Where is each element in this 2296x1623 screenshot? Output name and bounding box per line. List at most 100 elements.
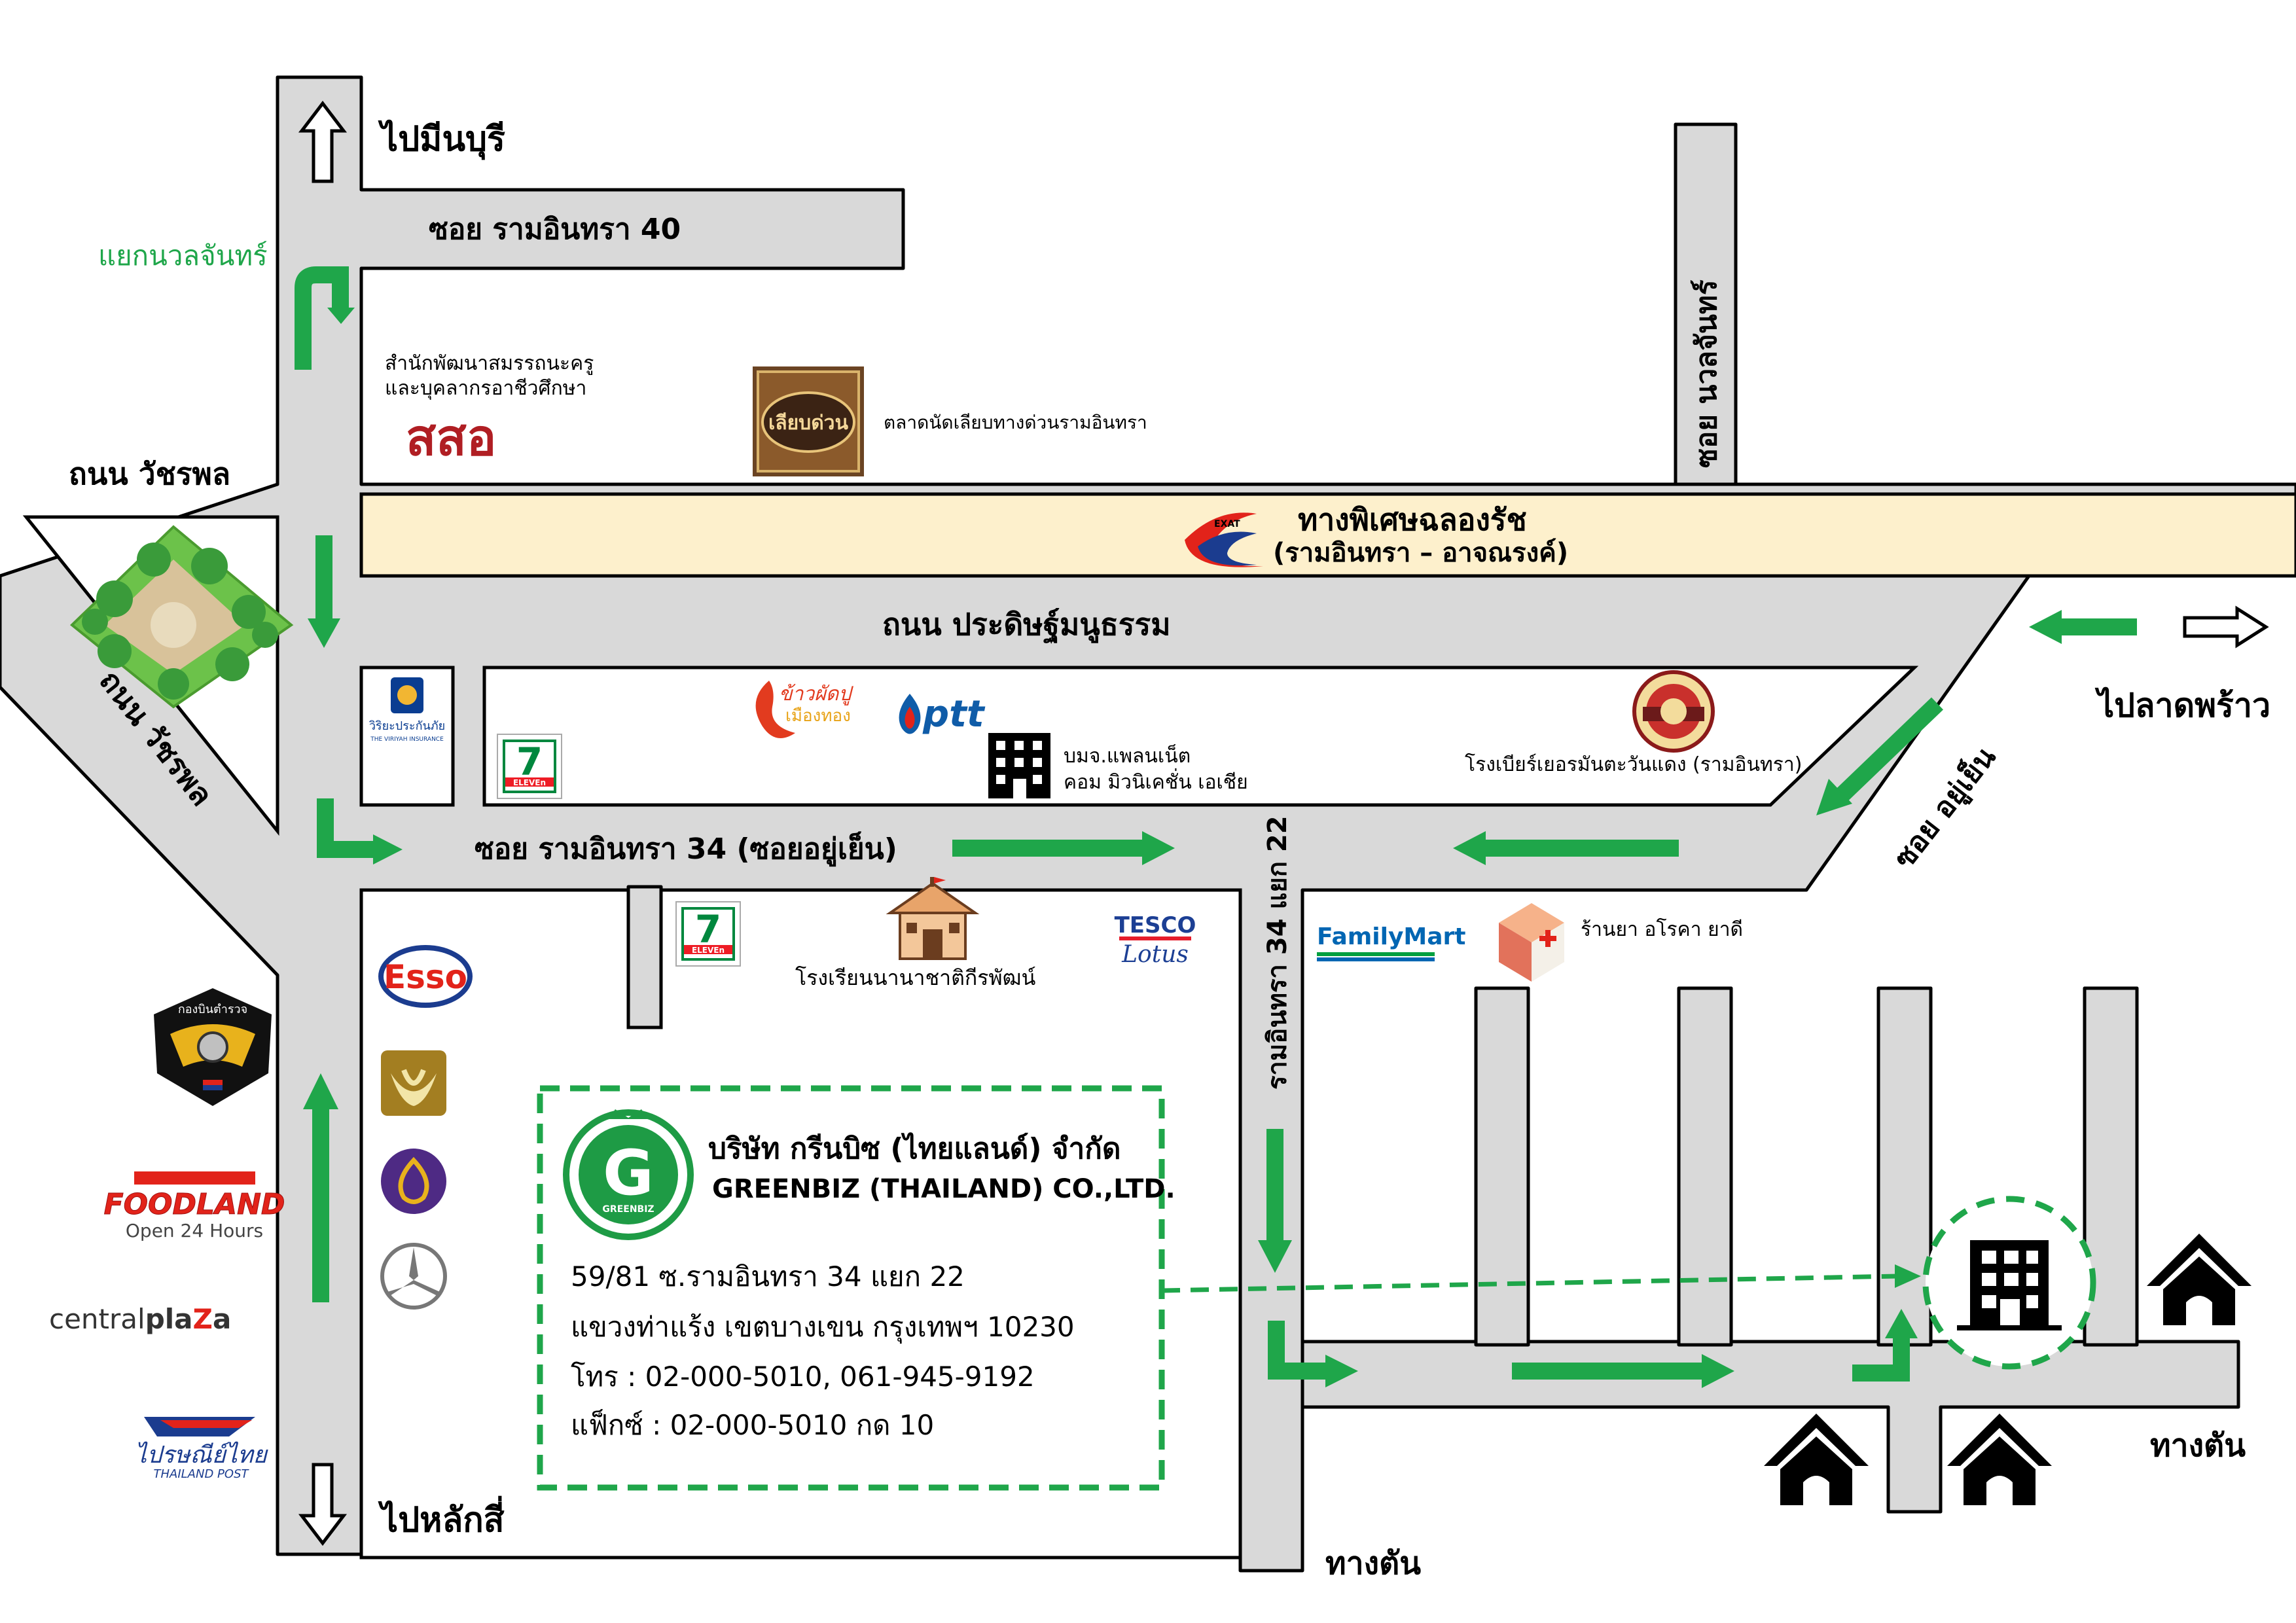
expressway-name: ทางพิเศษฉลองรัช xyxy=(1298,502,1527,537)
houses xyxy=(1764,1234,2251,1505)
label-vacharapol-1: ถนน วัชรพล xyxy=(69,456,230,491)
sor-sor-or-line1: สำนักพัฒนาสมรรถนะครู xyxy=(385,352,594,375)
market-label: ตลาดนัดเลียบทางด่วนรามอินทรา xyxy=(884,412,1147,433)
esso-logo: Esso xyxy=(378,945,473,1008)
mercedes-logo xyxy=(380,1243,447,1310)
expressway: EXAT ทางพิเศษฉลองรัช (รามอินทรา – อาจณรง… xyxy=(1185,502,1568,568)
svg-text:Lotus: Lotus xyxy=(1121,941,1189,968)
svg-text:ptt: ptt xyxy=(922,693,986,736)
expressway-band xyxy=(359,492,2296,578)
label-soi-34: ซอย รามอินทรา 34 (ซอยอยู่เย็น) xyxy=(475,831,897,866)
label-dead-end-2: ทางตัน xyxy=(2150,1427,2246,1464)
school-icon xyxy=(886,877,980,960)
route-arrow-turn-east xyxy=(317,798,376,858)
arrow-east-icon xyxy=(2183,605,2269,649)
house-icon xyxy=(2147,1234,2251,1325)
soi-34-22-network xyxy=(1300,1340,2240,1514)
route-arrow-turn-east-2 xyxy=(1268,1321,1329,1380)
svg-text:วิริยะประกันภัย: วิริยะประกันภัย xyxy=(369,719,445,733)
route-arrowhead-west-2-icon xyxy=(2029,610,2062,644)
route-arrows xyxy=(295,266,2137,1388)
expressway-sub: (รามอินทรา – อาจณรงค์) xyxy=(1273,538,1568,568)
route-arrow-turn-north xyxy=(1852,1335,1910,1382)
label-to-minburi: ไปมีนบุรี xyxy=(378,119,505,160)
kao-pad-logo: ข้าวผัดปู เมืองทอง xyxy=(755,681,853,738)
label-soi-34-22: รามอินทรา 34 แยก 22 xyxy=(1263,815,1293,1090)
svg-text:TESCO: TESCO xyxy=(1115,912,1196,938)
route-arrowhead-east-4-icon xyxy=(1702,1354,1734,1388)
label-soi-40: ซอย รามอินทรา 40 xyxy=(429,213,681,246)
office-building-icon xyxy=(1957,1240,2062,1330)
svg-text:7: 7 xyxy=(516,740,543,784)
route-arrowhead-west-1-icon xyxy=(1453,831,1486,865)
building-icon xyxy=(988,733,1050,798)
soi-stub xyxy=(626,885,663,1029)
route-arrowhead-uturn-icon xyxy=(327,308,355,324)
foodland-logo: FOODLAND Open 24 Hours xyxy=(103,1171,285,1241)
route-arrowhead-down-icon xyxy=(308,618,340,648)
svg-text:FOODLAND: FOODLAND xyxy=(104,1188,285,1221)
sor-sor-or-line2: และบุคลากรอาชีวศึกษา xyxy=(385,377,586,401)
svg-text:THAILAND POST: THAILAND POST xyxy=(154,1467,250,1481)
svg-text:7: 7 xyxy=(695,907,721,952)
vacharapol-road-north xyxy=(0,75,2296,1573)
arrow-north-icon xyxy=(298,100,348,183)
house-icon xyxy=(1947,1414,2052,1505)
svg-text:เลียบด่วน: เลียบด่วน xyxy=(768,412,849,435)
route-arrowhead-east-3-icon xyxy=(1325,1355,1358,1387)
svg-text:ข้าวผัดปู: ข้าวผัดปู xyxy=(779,683,853,705)
planet-line2: คอม มิวนิเคชั่น เอเชีย xyxy=(1064,768,1248,794)
svg-text:EXAT: EXAT xyxy=(1214,519,1240,529)
branch-1 xyxy=(1474,986,1530,1347)
sor-sor-or-logo: สสอ xyxy=(406,408,496,467)
company-address-2: แขวงท่าแร้ง เขตบางเขน กรุงเทพฯ 10230 xyxy=(571,1311,1075,1344)
beer-logo xyxy=(1632,670,1715,753)
pharmacy-icon xyxy=(1499,903,1564,982)
svg-text:กองบินตำรวจ: กองบินตำรวจ xyxy=(178,1003,247,1016)
tesco-logo: TESCO Lotus xyxy=(1115,912,1196,968)
school-label: โรงเรียนนานาชาติกีรพัฒน์ xyxy=(795,965,1035,990)
label-to-ladprao: ไปลาดพร้าว xyxy=(2094,687,2270,724)
destination-pointer-head-icon xyxy=(1895,1264,1921,1288)
police-logo: กองบินตำรวจ xyxy=(154,988,272,1106)
pharmacy-label: ร้านยา อโรคา ยาดี xyxy=(1581,918,1743,941)
label-to-laksi: ไปหลักสี่ xyxy=(378,1496,505,1540)
company-name-en: GREENBIZ (THAILAND) CO.,LTD. xyxy=(712,1174,1175,1204)
label-yaek-nuanchan: แยกนวลจันทร์ xyxy=(98,240,268,272)
svg-text:Open 24 Hours: Open 24 Hours xyxy=(126,1220,263,1241)
planet-line1: บมจ.แพลนเน็ต xyxy=(1064,743,1191,768)
route-arrowhead-north-icon xyxy=(1885,1309,1918,1338)
route-arrow-uturn xyxy=(295,266,349,370)
soi-nuanchan-road xyxy=(1674,122,1738,486)
destination-pointer xyxy=(1161,1274,1899,1293)
svg-text:GREENBIZ: GREENBIZ xyxy=(602,1204,654,1215)
destination-marker xyxy=(1922,1196,2096,1370)
greenbiz-logo: G GREENBIZ xyxy=(563,1109,694,1240)
arrow-south-icon xyxy=(298,1463,348,1546)
label-dead-end-1: ทางตัน xyxy=(1325,1545,1421,1582)
svg-text:THE VIRIYAH INSURANCE: THE VIRIYAH INSURANCE xyxy=(370,736,444,743)
svg-text:ไปรษณีย์ไทย: ไปรษณีย์ไทย xyxy=(135,1441,268,1469)
svg-text:FamilyMart: FamilyMart xyxy=(1317,923,1466,950)
company-name-th: บริษัท กรีนบิซ (ไทยแลนด์) จำกัด xyxy=(708,1132,1121,1166)
house-icon xyxy=(1764,1414,1869,1505)
svg-text:ELEVEn: ELEVEn xyxy=(692,946,725,955)
beer-label: โรงเบียร์เยอรมันตะวันแดง (รามอินทรา) xyxy=(1465,753,1802,776)
label-soi-yuyen: ซอย อยู่เย็น xyxy=(1886,740,2003,875)
branch-2 xyxy=(1677,986,1733,1347)
centralplaza-logo: centralplaZa xyxy=(49,1303,231,1335)
exat-icon: EXAT xyxy=(1185,512,1263,567)
park-icon xyxy=(69,525,294,709)
svg-text:G: G xyxy=(603,1137,654,1209)
route-arrowhead-east-2-icon xyxy=(1142,831,1175,865)
label-pradit: ถนน ประดิษฐ์มนูธรรม xyxy=(882,607,1171,644)
company-info-box: G GREENBIZ บริษัท กรีนบิซ (ไทยแลนด์) จำก… xyxy=(537,1085,1175,1491)
svg-text:centralplaZa: centralplaZa xyxy=(49,1303,231,1335)
label-soi-nuanchan: ซอย นวลจันทร์ xyxy=(1690,279,1723,468)
block-main xyxy=(482,666,1919,807)
thaipost-logo: ไปรษณีย์ไทย THAILAND POST xyxy=(135,1417,269,1481)
svg-text:ELEVEn: ELEVEn xyxy=(513,778,546,787)
route-arrowhead-north-left-icon xyxy=(303,1073,338,1109)
svg-text:Esso: Esso xyxy=(384,958,467,996)
